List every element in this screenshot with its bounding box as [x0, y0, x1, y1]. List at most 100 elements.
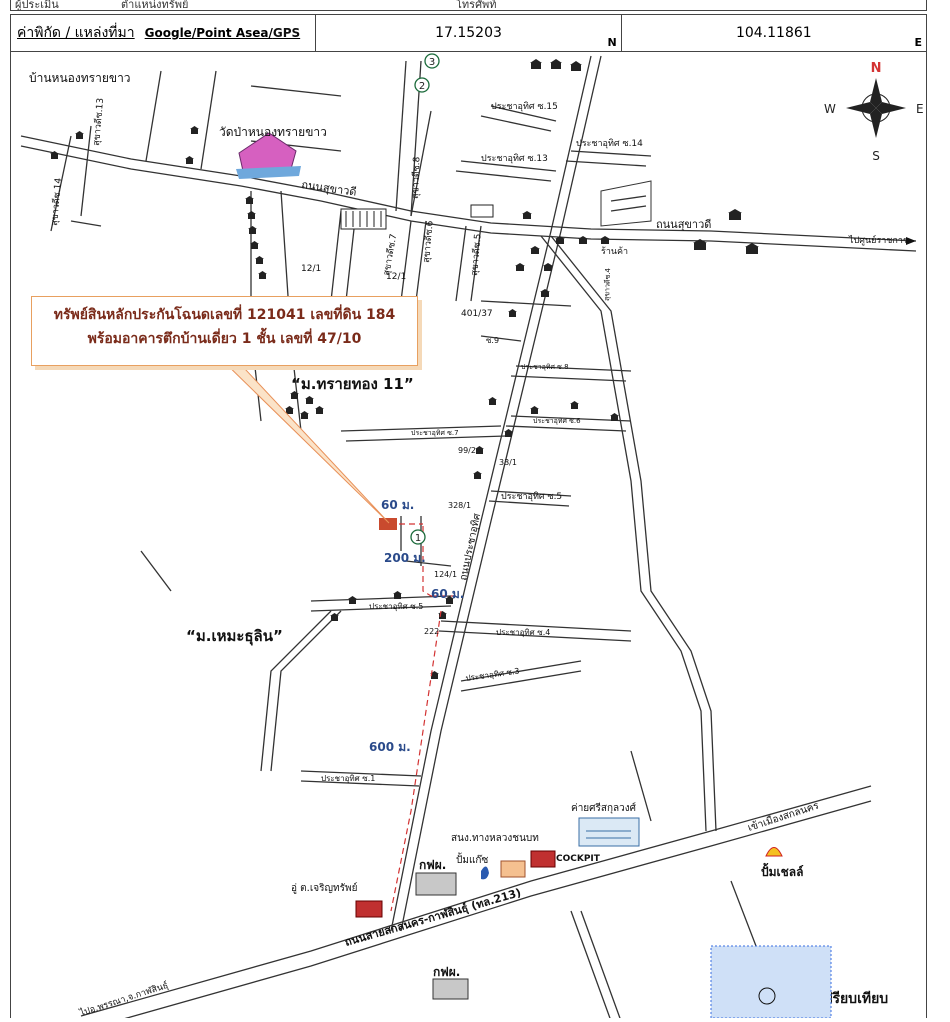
coordinate-label: ค่าพิกัด / แหล่งที่มา	[17, 25, 135, 41]
soi-p5: ประชาอุทิศ ซ.5	[501, 491, 562, 502]
soi-p6: ประชาอุทิศ ซ.6	[533, 417, 581, 425]
soi-p13: ประชาอุทิศ ซ.13	[481, 153, 548, 164]
stamp-icon	[710, 945, 832, 1019]
soi-s7: สุขาวดีซ.7	[381, 233, 399, 277]
pea-plant-icon	[415, 872, 457, 896]
highway-office-icon	[500, 860, 526, 878]
header-top-fragment: ตำแหน่งทรัพย์	[121, 0, 189, 11]
map-canvas: N S E W 3 2 1 บ้านหนองทรายขาว วัดป่าหนอง…	[20, 53, 924, 1022]
compass-n: N	[871, 61, 882, 76]
callout-pointer	[215, 353, 390, 524]
soi-s14: สุขาวดีซ.14	[49, 177, 64, 226]
point-markers	[410, 53, 440, 545]
village-b-label: “ม.เหมะธุลิน”	[186, 627, 283, 646]
pea-label-1: กฟผ.	[419, 858, 446, 872]
camp-label: ค่ายศรีสกุลวงศ์	[571, 802, 637, 814]
soi-p5b: ประชาอุทิศ ซ.5	[369, 602, 423, 611]
road-east-curve-edge	[540, 235, 707, 832]
village-label: บ้านหนองทรายขาว	[29, 71, 131, 85]
house-icons	[50, 59, 759, 679]
header-top-fragment: ผู้ประเมิน	[15, 0, 59, 11]
distance-200: 200 ม.	[384, 551, 426, 565]
cockpit-label: COCKPIT	[556, 854, 601, 864]
soi-p8: ประชาอุทิศ ซ.8	[521, 363, 569, 371]
shop-label: ร้านค้า	[601, 246, 628, 257]
to-ratchakan-label: ไปศูนย์ราชการ	[848, 234, 908, 246]
house-number: 12/1	[301, 264, 321, 274]
callout-line-2: พร้อมอาคารตึกบ้านเดี่ยว 1 ชั้น เลขที่ 47…	[87, 331, 362, 347]
longitude-value: 104.11861	[735, 25, 812, 41]
house-number: 99/2	[458, 446, 476, 455]
road-sukhawadi	[20, 135, 917, 242]
soi-p4: ประชาอุทิศ ซ.4	[496, 628, 550, 637]
soi-p1: ประชาอุทิศ ซ.1	[321, 774, 375, 783]
cockpit-car-icon	[530, 850, 556, 868]
soi-p9: ซ.9	[486, 336, 499, 345]
village-a-label: “ม.ทรายทอง 11”	[291, 375, 414, 393]
soi-p14: ประชาอุทิศ ซ.14	[576, 138, 643, 149]
road-east-label: ถนนสุขาวดี	[656, 218, 711, 231]
latitude-suffix: N	[607, 36, 617, 49]
compass-s: S	[872, 149, 880, 163]
shell-logo-icon	[765, 847, 783, 857]
distance-600: 600 ม.	[369, 740, 411, 754]
longitude-suffix: E	[914, 36, 922, 49]
road-sukhawadi-label: ถนนสุขาวดี	[301, 178, 358, 199]
distance-60b: 60 ม.	[431, 587, 464, 601]
compare-circle-icon	[758, 987, 776, 1005]
camp-building-icon	[578, 817, 640, 847]
highway-office-label: สนง.ทางหลวงชนบท	[451, 833, 539, 844]
longitude-cell: 104.11861 E	[622, 15, 926, 51]
road-highway-213-edge	[110, 800, 872, 1022]
coordinate-source-cell: ค่าพิกัด / แหล่งที่มา Google/Point Asea/…	[11, 15, 317, 51]
coordinate-header: ค่าพิกัด / แหล่งที่มา Google/Point Asea/…	[10, 14, 927, 52]
garage-car-icon	[355, 900, 383, 918]
distance-60a: 60 ม.	[381, 498, 414, 512]
garage-label: อู่ ต.เจริญทรัพย์	[291, 882, 357, 894]
compass-e: E	[916, 102, 924, 116]
route-dashed	[390, 523, 456, 912]
house-number: 328/1	[448, 501, 471, 510]
latitude-cell: 17.15203 N	[316, 15, 622, 51]
house-number: 222	[424, 627, 439, 636]
road-highway-213	[80, 785, 872, 1017]
road-prachauthit	[390, 55, 592, 932]
latitude-value: 17.15203	[435, 25, 502, 41]
landmark-icons	[355, 817, 832, 1019]
ptt-flame-icon	[481, 866, 489, 880]
location-map: N S E W 3 2 1 บ้านหนองทรายขาว วัดป่าหนอง…	[10, 51, 927, 1022]
soi-s8: สุขาวดีซ.8	[410, 156, 422, 199]
marker-1: 1	[415, 533, 421, 544]
buildings	[340, 204, 494, 230]
factory-block	[340, 208, 387, 230]
soi-p3: ประชาอุทิศ ซ.3	[465, 667, 520, 683]
soi-s13: สุขาวดีซ.13	[91, 97, 106, 146]
property-callout: ทรัพย์สินหลักประกันโฉนดเลขที่ 121041 เลข…	[31, 296, 418, 366]
callout-line-1: ทรัพย์สินหลักประกันโฉนดเลขที่ 121041 เลข…	[53, 307, 396, 323]
marker-3: 3	[429, 57, 435, 68]
house-number: 401/37	[461, 309, 493, 319]
source-prefix: Google/Point Asea/	[144, 26, 273, 40]
coordinate-source: Google/Point Asea/GPS	[145, 26, 301, 40]
soi-p7: ประชาอุทิศ ซ.7	[411, 429, 459, 437]
soi-p15: ประชาอุทิศ ซ.15	[491, 101, 558, 112]
to-phan-label: ไปอ.พรรณา,จ.กาฬสินธุ์	[77, 979, 169, 1018]
soi-s5: สุขาวดีซ.5	[469, 233, 484, 276]
source-gps: GPS	[272, 26, 301, 40]
house-number: 33/1	[499, 458, 517, 467]
pea-plant-icon-2	[432, 978, 469, 1000]
house-number: 12/1	[386, 272, 406, 282]
soi-s6: สุขาวดีซ.6	[421, 220, 436, 263]
subject-property-marker	[379, 518, 397, 530]
header-top-strip: ผู้ประเมิน ตำแหน่งทรัพย์ โทรศัพท์	[10, 0, 927, 11]
compass-w: W	[824, 102, 836, 116]
temple-icon	[236, 132, 301, 179]
to-sakon-label: เข้าเมืองสกลนคร	[746, 799, 821, 833]
marker-2: 2	[419, 81, 425, 92]
house-number: 124/1	[434, 570, 457, 579]
shell-label: ปั้มเชลล์	[761, 862, 803, 879]
compass-rose: N S E W	[824, 61, 924, 163]
road-east-curve	[550, 235, 717, 832]
road-prachauthit-edge	[400, 55, 602, 932]
soi-s4: สุขาวดีซ.4	[603, 267, 612, 301]
